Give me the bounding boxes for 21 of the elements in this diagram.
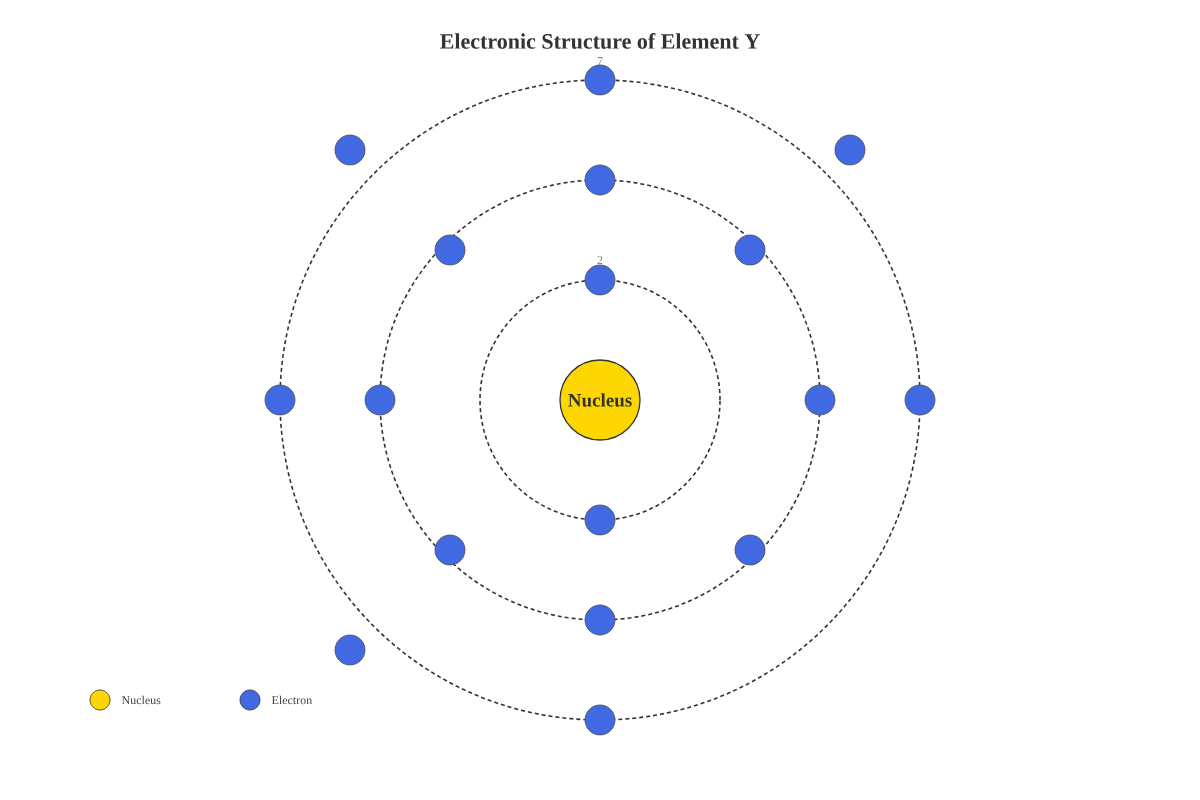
legend-label: Nucleus — [121, 695, 161, 705]
electron-circle — [584, 164, 616, 196]
electron-circle — [364, 384, 396, 416]
electron-circle — [584, 504, 616, 536]
electron-circle — [904, 384, 936, 416]
shell-number: 7 — [597, 57, 603, 65]
title: Electronic Structure of Element Y — [440, 33, 760, 49]
electron-circle — [434, 234, 466, 266]
electron-circle — [434, 534, 466, 566]
electron-circle — [734, 234, 766, 266]
electron-circle — [834, 134, 866, 166]
legend-label: Electron — [271, 695, 312, 705]
electron-circle — [584, 604, 616, 636]
electron-circle — [584, 704, 616, 736]
electron-circle — [264, 384, 296, 416]
electron-circle — [734, 534, 766, 566]
electron-circle — [584, 264, 616, 296]
electron-circle — [334, 634, 366, 666]
electron-circle — [804, 384, 836, 416]
electron-circle — [584, 64, 616, 96]
electron-circle — [334, 134, 366, 166]
